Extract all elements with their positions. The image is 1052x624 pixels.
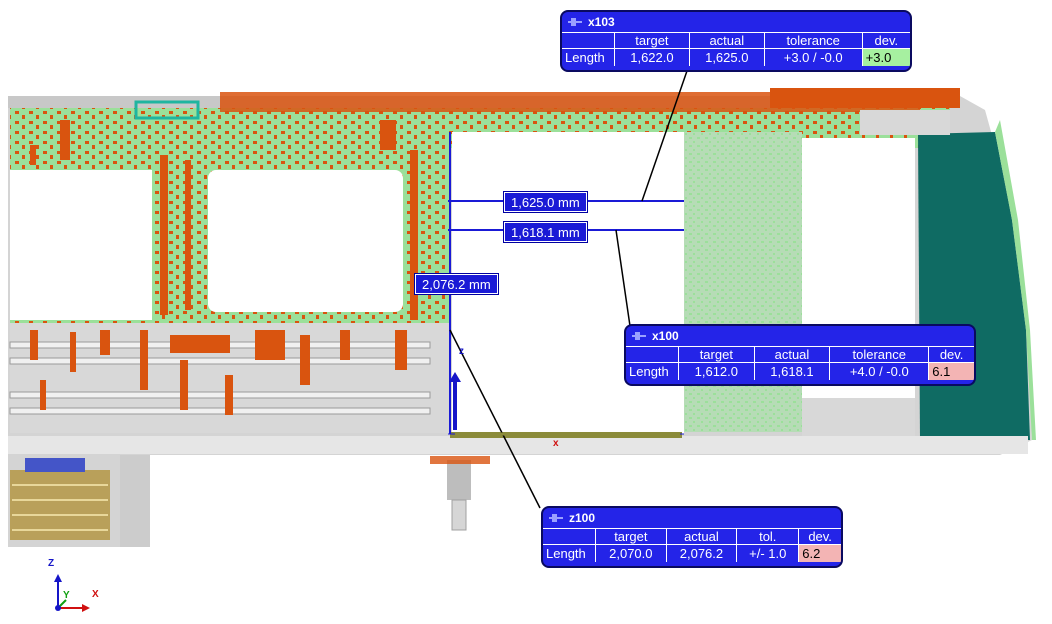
col-target: target — [614, 32, 690, 49]
row-label: Length — [543, 544, 596, 562]
col-tolerance: tol. — [736, 528, 799, 545]
scene-axis-z-label: z — [459, 346, 464, 357]
callout-x100[interactable]: x100 target actual tolerance dev. Length… — [624, 324, 976, 386]
col-dev: dev. — [798, 528, 841, 545]
measurement-table: target actual tol. dev. Length 2,070.0 2… — [543, 528, 841, 562]
deviation-value: 6.1 — [928, 362, 974, 380]
target-value: 2,070.0 — [595, 544, 667, 562]
target-value: 1,622.0 — [614, 48, 690, 66]
callout-header[interactable]: x103 — [562, 12, 910, 32]
triad-x-label: X — [92, 589, 99, 600]
col-target: target — [595, 528, 667, 545]
callout-title: x100 — [652, 329, 679, 343]
tolerance-value: +/- 1.0 — [736, 544, 799, 562]
row-label: Length — [626, 362, 679, 380]
actual-value: 2,076.2 — [665, 544, 737, 562]
dimension-label-x103[interactable]: 1,625.0 mm — [503, 191, 588, 213]
pin-icon[interactable] — [568, 17, 582, 27]
callout-x103[interactable]: x103 target actual tolerance dev. Length… — [560, 10, 912, 72]
callout-title: x103 — [588, 15, 615, 29]
dimension-label-x100[interactable]: 1,618.1 mm — [503, 221, 588, 243]
callout-z100[interactable]: z100 target actual tol. dev. Length 2,07… — [541, 506, 843, 568]
pin-icon[interactable] — [549, 513, 563, 523]
deviation-value: 6.2 — [798, 544, 841, 562]
measurement-table: target actual tolerance dev. Length 1,61… — [626, 346, 974, 380]
col-actual: actual — [665, 528, 737, 545]
pin-icon[interactable] — [632, 331, 646, 341]
dimension-label-z100[interactable]: 2,076.2 mm — [414, 273, 499, 295]
actual-value: 1,618.1 — [753, 362, 830, 380]
col-dev: dev. — [861, 32, 910, 49]
col-target: target — [678, 346, 755, 363]
actual-value: 1,625.0 — [688, 48, 765, 66]
triad-z-label: Z — [48, 558, 55, 569]
col-actual: actual — [688, 32, 765, 49]
callout-title: z100 — [569, 511, 596, 525]
tolerance-value: +3.0 / -0.0 — [763, 48, 863, 66]
col-tolerance: tolerance — [829, 346, 929, 363]
tolerance-value: +4.0 / -0.0 — [829, 362, 929, 380]
scene-axis-x-label: x — [553, 438, 559, 449]
row-label: Length — [562, 48, 615, 66]
callout-header[interactable]: z100 — [543, 508, 841, 528]
deviation-value: +3.0 — [861, 48, 910, 66]
triad-y-label: Y — [63, 590, 70, 601]
col-dev: dev. — [928, 346, 974, 363]
measurement-table: target actual tolerance dev. Length 1,62… — [562, 32, 910, 66]
callout-header[interactable]: x100 — [626, 326, 974, 346]
target-value: 1,612.0 — [678, 362, 755, 380]
col-actual: actual — [753, 346, 830, 363]
col-tolerance: tolerance — [763, 32, 863, 49]
